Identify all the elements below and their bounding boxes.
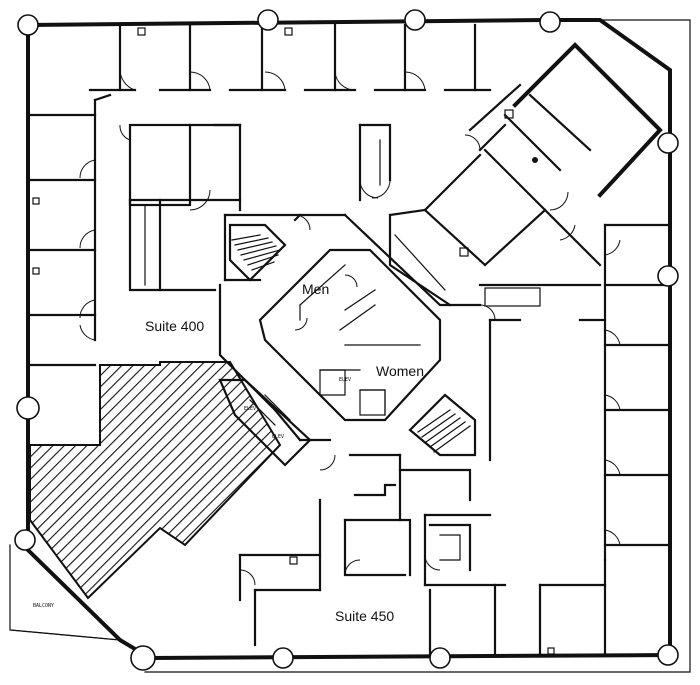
left-offices: [28, 93, 112, 367]
elevators: [218, 369, 346, 467]
balcony-label: BALCONY: [33, 603, 54, 609]
stair-lower: [408, 393, 477, 457]
men-restroom-label: Men: [302, 281, 329, 297]
women-restroom-label: Women: [376, 363, 424, 379]
elevator-label-1: ELEV: [339, 377, 351, 383]
elevator-label-2: ELEV: [244, 406, 256, 412]
suite-450-label: Suite 450: [335, 608, 394, 624]
hatched-area: [29, 361, 282, 600]
stair-upper: [228, 223, 287, 282]
right-offices: [603, 223, 672, 562]
central-core: [258, 248, 442, 422]
suite-400-label: Suite 400: [145, 318, 204, 334]
right-corridor: [478, 283, 607, 462]
upper-left-rooms: [119, 123, 242, 292]
upper-corridor: [213, 123, 392, 202]
top-offices: [88, 23, 492, 92]
lower-rooms: [238, 438, 607, 657]
upper-right-rooms: [388, 42, 663, 307]
elevator-label-3: ELEV: [272, 434, 284, 440]
structural-columns: [14, 9, 679, 671]
